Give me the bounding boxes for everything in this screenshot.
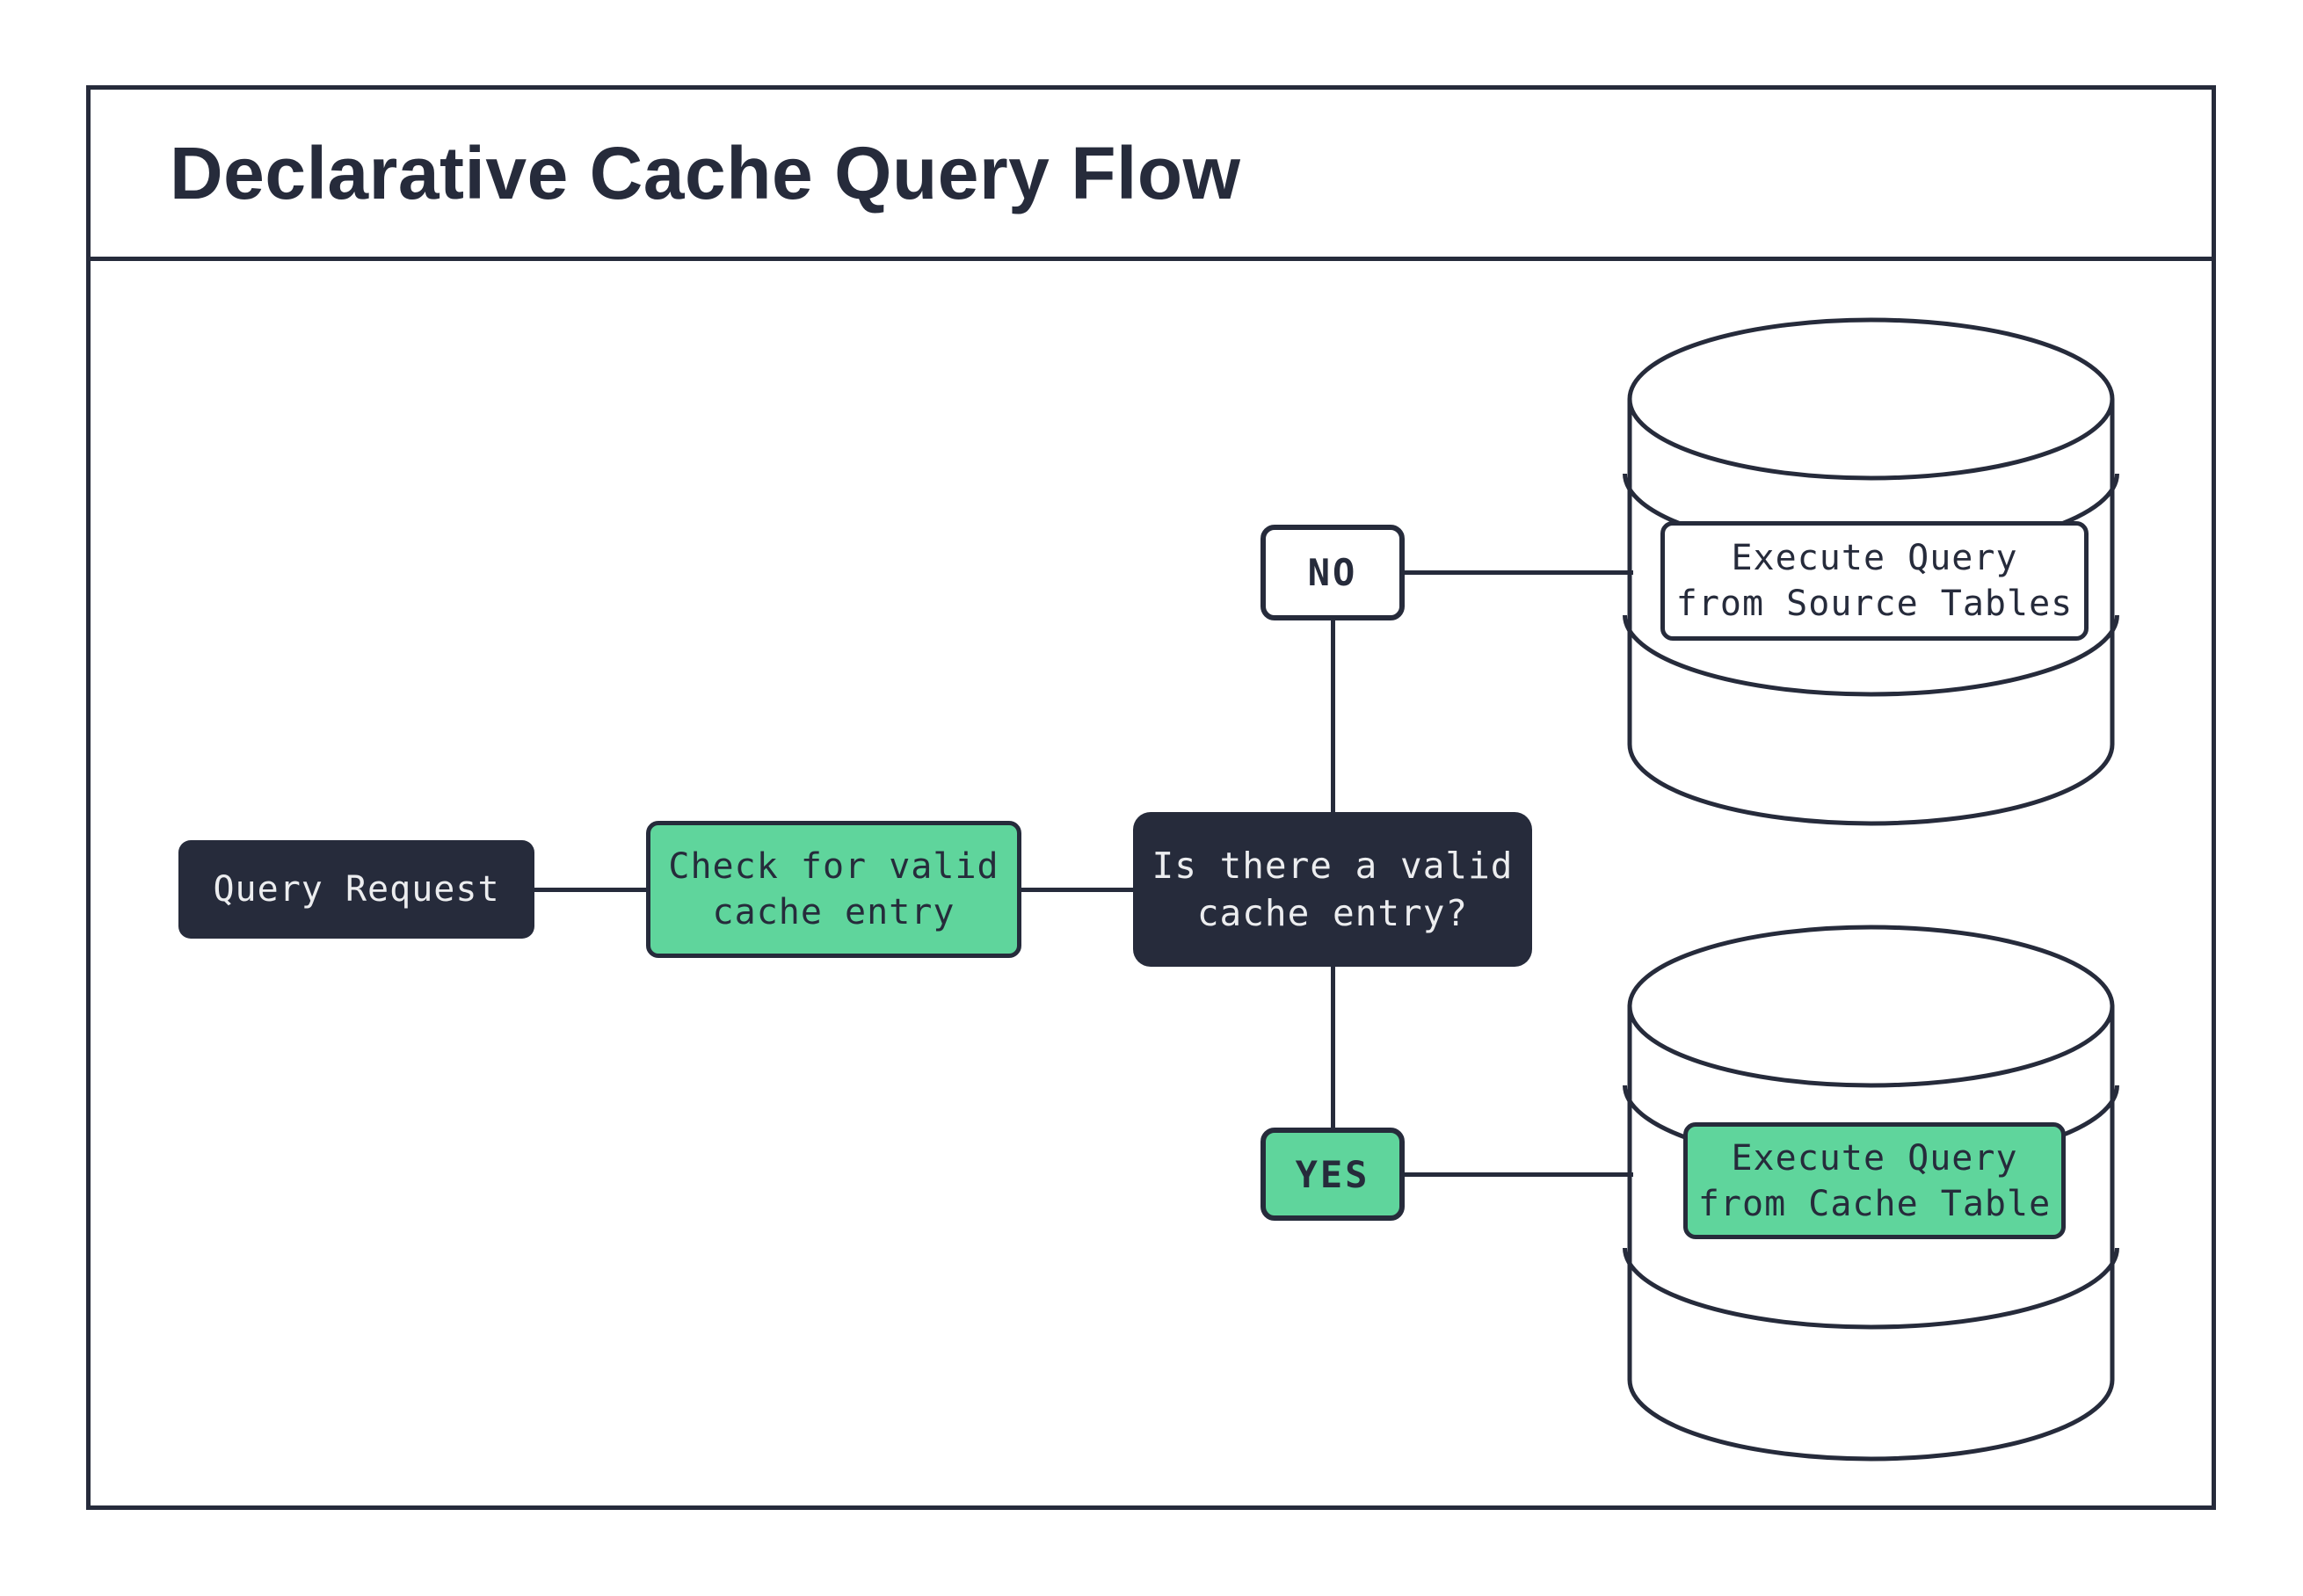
connector-check-to-question	[1021, 888, 1133, 892]
diagram-frame	[86, 85, 2216, 1510]
node-valid-cache-question: Is there a valid cache entry?	[1133, 812, 1532, 967]
connector-question-to-yes	[1331, 967, 1335, 1128]
connector-no-to-source-db	[1405, 570, 1633, 575]
connector-query-to-check	[534, 888, 646, 892]
connector-question-to-no	[1331, 620, 1335, 812]
branch-label-yes: YES	[1260, 1128, 1405, 1221]
node-execute-source-tables: Execute Query from Source Tables	[1660, 521, 2089, 641]
connector-yes-to-cache-db	[1405, 1172, 1633, 1177]
node-query-request: Query Request	[178, 840, 534, 939]
branch-label-no: NO	[1260, 525, 1405, 620]
node-execute-cache-table: Execute Query from Cache Table	[1683, 1122, 2066, 1239]
page-title: Declarative Cache Query Flow	[170, 131, 1241, 214]
diagram-header: Declarative Cache Query Flow	[86, 85, 2216, 261]
node-check-cache: Check for valid cache entry	[646, 821, 1021, 958]
